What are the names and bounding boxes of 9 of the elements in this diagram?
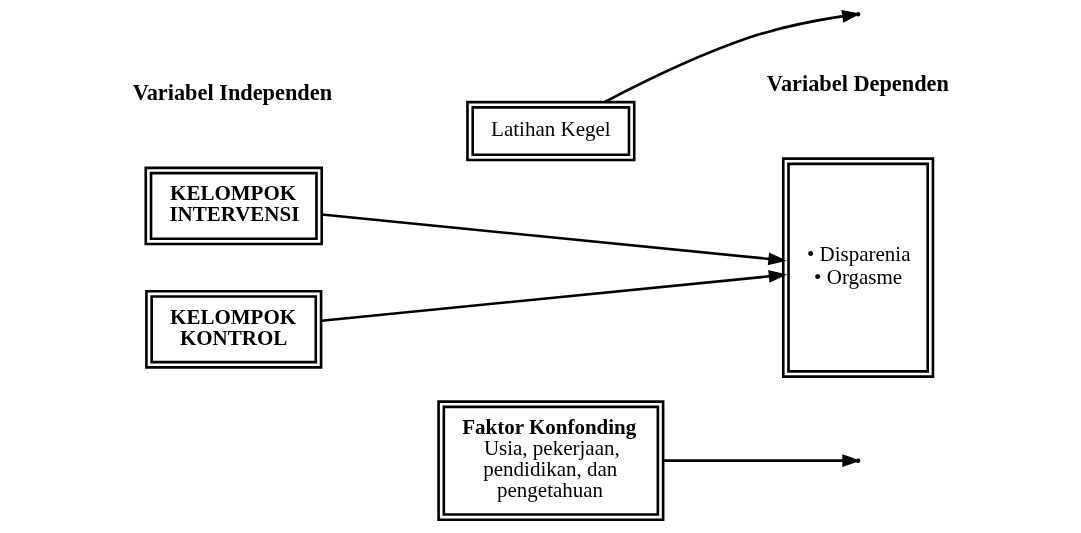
- node-box: Faktor Konfonding Usia, pekerjaan, pendidikan, dan pengetahuan: [436, 400, 664, 522]
- node-box: • Disparenia • Orgasme: [781, 157, 934, 378]
- label: Variabel Independen: [132, 79, 332, 105]
- arrow: [321, 213, 787, 266]
- arrow: [320, 269, 787, 323]
- node-box: Latihan Kegel: [465, 100, 636, 162]
- label: Variabel Dependen: [766, 70, 949, 96]
- node-box: KELOMPOK KONTROL: [144, 289, 322, 369]
- node-box: KELOMPOK INTERVENSI: [143, 166, 323, 246]
